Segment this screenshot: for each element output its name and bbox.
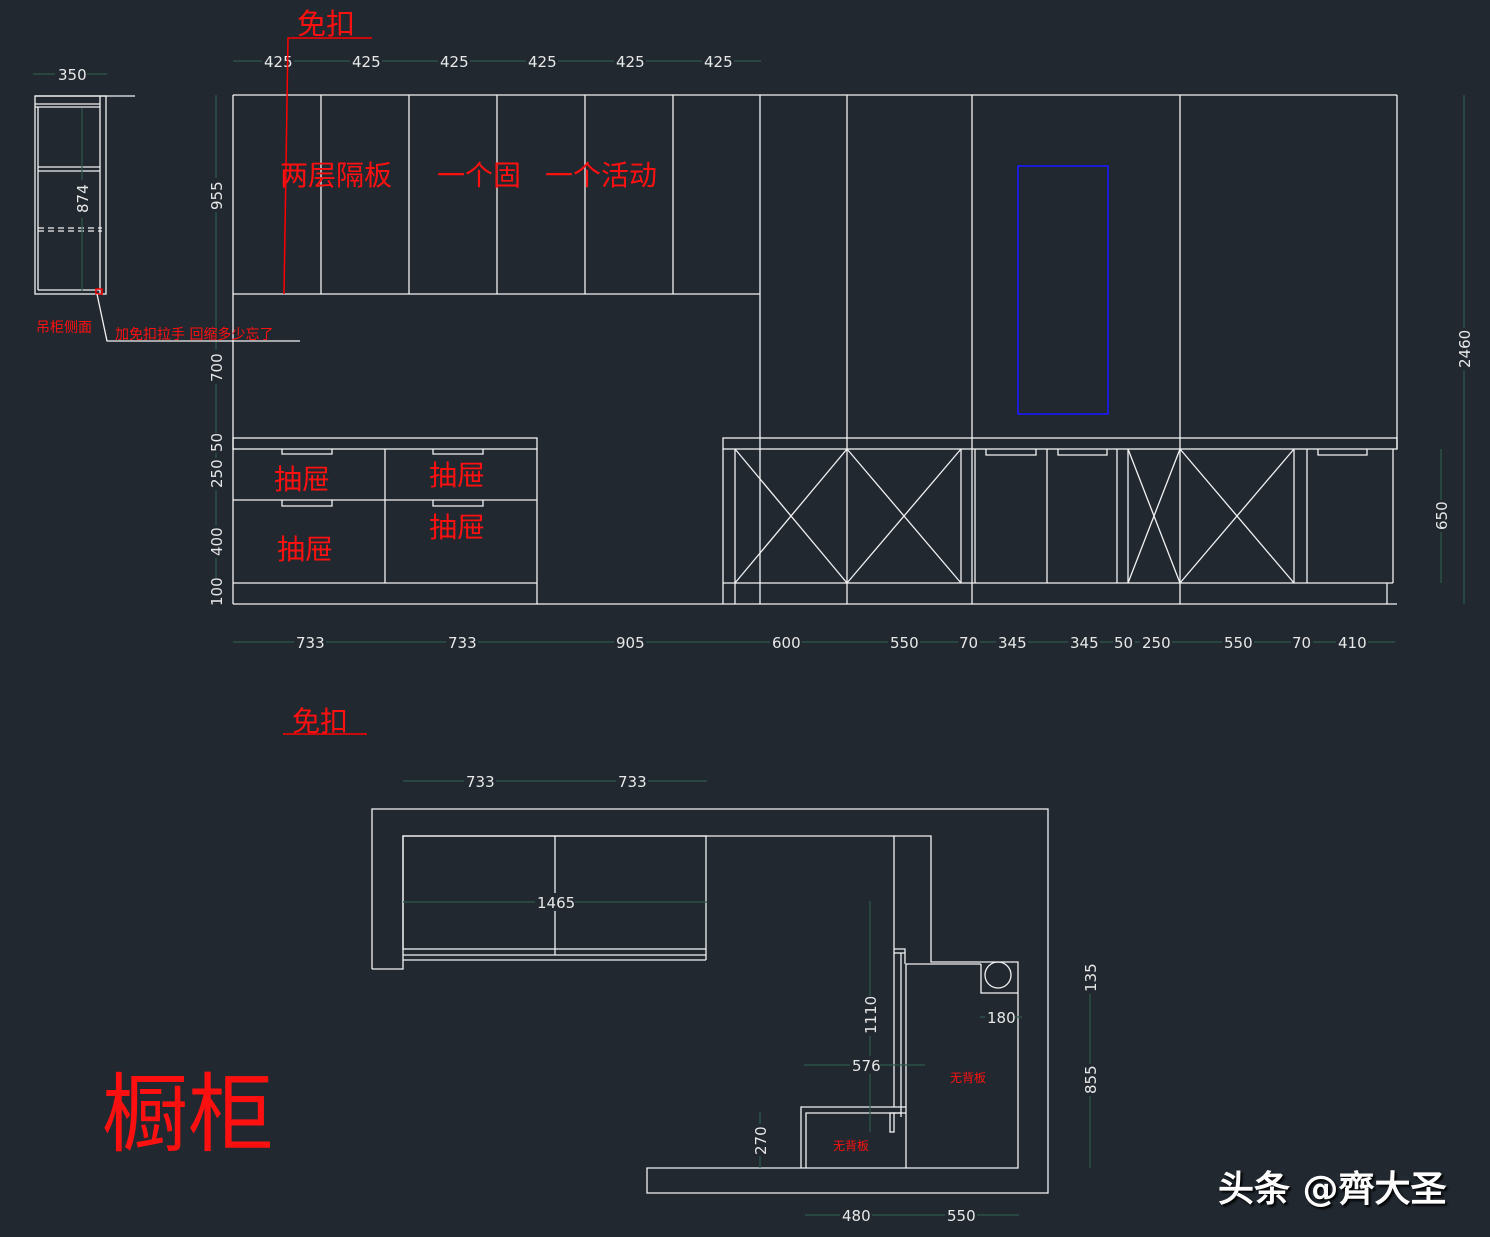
dim-576: 576: [852, 1057, 881, 1075]
dim-bottom: 70: [959, 634, 978, 652]
dim-270: 270: [752, 1126, 770, 1155]
dim-bottom: 600: [772, 634, 801, 652]
drawer-label: 抽屉: [277, 533, 333, 566]
drawer-label: 抽屉: [274, 463, 330, 496]
dim-top: 425: [352, 53, 381, 71]
dim-135: 135: [1082, 963, 1100, 992]
dim-top: 425: [704, 53, 733, 71]
dim-bottom: 250: [1142, 634, 1171, 652]
mian-kou-label: 免扣: [297, 7, 355, 41]
dim-bottom: 70: [1292, 634, 1311, 652]
window-opening: [1017, 165, 1109, 415]
dim-bottom: 345: [1070, 634, 1099, 652]
no-back-panel-note: 无背板: [950, 1071, 986, 1085]
dim-874: 874: [74, 184, 92, 213]
dim-bottom: 410: [1338, 634, 1367, 652]
drawing-title: 橱柜: [102, 1065, 274, 1165]
dim-left: 400: [208, 527, 226, 556]
fixed-note: 一个固: [437, 159, 521, 192]
plan-outline: [371, 808, 1049, 1194]
dim-left: 100: [208, 577, 226, 606]
dim-2460: 2460: [1456, 330, 1474, 368]
right-base-cabinet: [722, 437, 1398, 605]
dim-bottom: 50: [1114, 634, 1133, 652]
top-dimensions: 425 425 425 425 425 425: [233, 52, 761, 71]
dim-left: 50: [208, 433, 226, 452]
dim-1465: 1465: [537, 894, 575, 912]
elevation-outline: [232, 94, 1398, 604]
dim-1110: 1110: [862, 996, 880, 1034]
dim-plan-top: 733: [618, 773, 647, 791]
dim-bottom: 550: [890, 634, 919, 652]
bottom-dimensions: 733 733 905 600 550 70 345 345 50 250 55…: [233, 633, 1395, 652]
left-dimensions: 955 700 50 250 400 100: [207, 95, 226, 608]
plan-dimensions: 733 733 1465 1110 576 180 270 135 855 48…: [403, 772, 1100, 1225]
dim-bottom: 550: [1224, 634, 1253, 652]
watermark: 头条 @齊大圣: [1218, 1169, 1447, 1210]
dim-plan-top: 733: [466, 773, 495, 791]
drawer-label: 抽屉: [429, 511, 485, 544]
dim-top: 425: [616, 53, 645, 71]
plan-annotations: 免扣 无背板 无背板 橱柜: [102, 705, 986, 1165]
dim-bottom: 345: [998, 634, 1027, 652]
dim-350: 350: [58, 66, 87, 84]
side-view-cabinet: [34, 95, 135, 295]
right-dimensions: 2460 650: [1432, 95, 1474, 604]
dim-550: 550: [947, 1207, 976, 1225]
dim-top: 425: [440, 53, 469, 71]
elevation-annotations: 免扣 两层隔板 一个固 一个活动 吊柜侧面 加免扣拉手 回缩多少忘了 抽屉 抽屉…: [36, 7, 657, 566]
dim-left: 250: [208, 459, 226, 488]
no-back-panel-note: 无背板: [833, 1139, 869, 1153]
side-view-label: 吊柜侧面: [36, 320, 92, 336]
dim-bottom: 733: [448, 634, 477, 652]
dim-bottom: 733: [296, 634, 325, 652]
dim-650: 650: [1433, 501, 1451, 530]
drawer-label: 抽屉: [429, 459, 485, 492]
dim-180: 180: [987, 1009, 1016, 1027]
dim-left: 700: [208, 353, 226, 382]
mian-kou-plan-label: 免扣: [292, 705, 348, 738]
movable-note: 一个活动: [545, 159, 657, 192]
shelves-note: 两层隔板: [280, 159, 392, 192]
dim-left: 955: [208, 181, 226, 210]
handle-note: 加免扣拉手 回缩多少忘了: [115, 326, 273, 343]
dim-bottom: 905: [616, 634, 645, 652]
dim-top: 425: [264, 53, 293, 71]
side-dimensions: 350 874: [33, 66, 107, 291]
dim-855: 855: [1082, 1065, 1100, 1094]
dim-480: 480: [842, 1207, 871, 1225]
dim-top: 425: [528, 53, 557, 71]
left-base-cabinet: [232, 437, 723, 605]
